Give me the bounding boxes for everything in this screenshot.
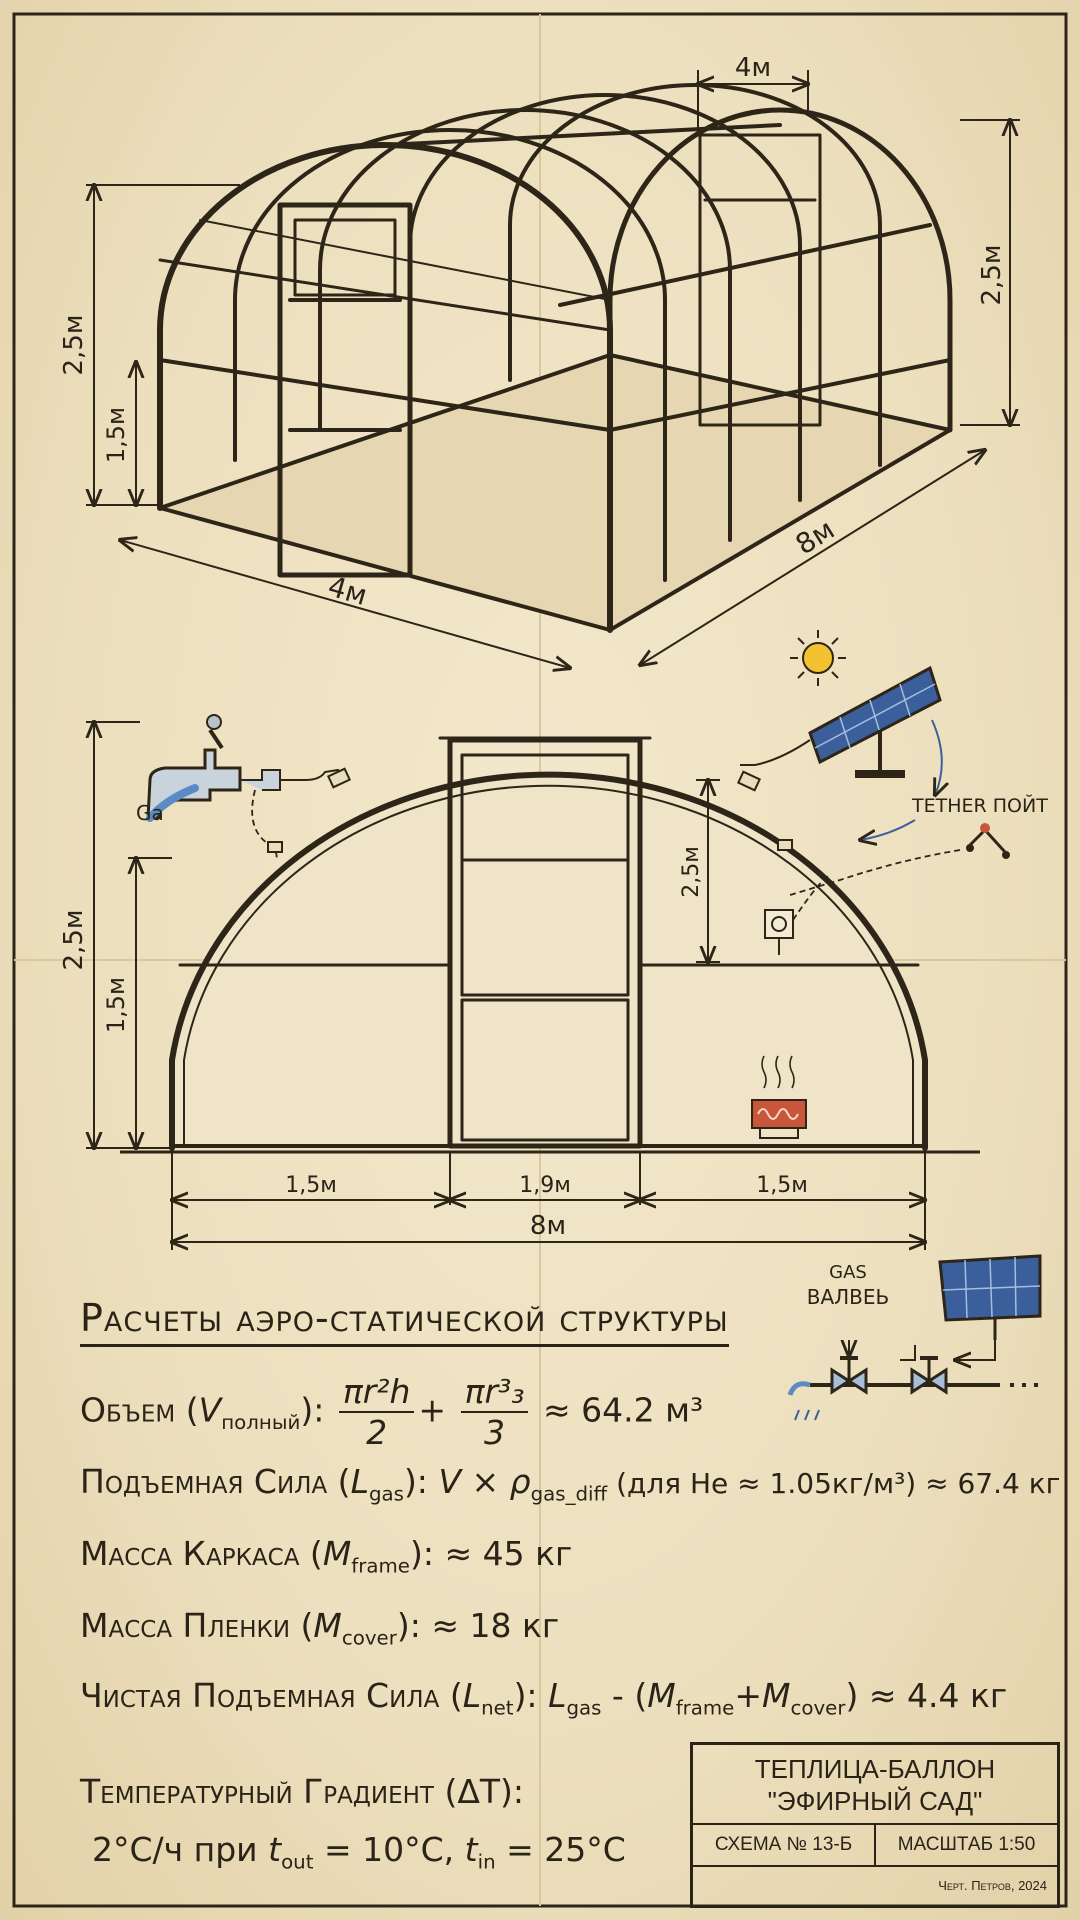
tether-label: TETHER ПОЙТ [911, 794, 1048, 817]
net-sub: net [481, 1696, 514, 1720]
dim-bottom-right: 1,5м [756, 1173, 808, 1198]
net-prefix: Чистая Подъемная Сила ( [80, 1676, 463, 1715]
lift-times: × [461, 1462, 510, 1501]
calc-gradient-line1: Температурный Градиент (ΔT): [80, 1772, 524, 1811]
scheme-number: СХЕМА № 13-Б [693, 1825, 876, 1865]
calc-gradient-line2: 2°С/ч при tout = 10°С, tin = 25°С [92, 1830, 626, 1874]
gradient-b: = 10°С, [313, 1830, 465, 1869]
section-dimensions: 2,5м 1,5м 2,5м 1,5м 1,9м 1,5м 8м [59, 722, 925, 1250]
net-m1: M [647, 1676, 676, 1715]
dim-bottom-left: 1,5м [285, 1173, 337, 1198]
net-var: L [462, 1676, 482, 1715]
dim-bottom-mid: 1,9м [519, 1173, 571, 1198]
greenhouse-perspective [157, 83, 953, 633]
gradient-tout: t [268, 1830, 282, 1869]
gas-valve-diagram: GAS ВАЛВЕЬ [787, 1254, 1042, 1421]
net-m1-sub: frame [675, 1696, 735, 1720]
net-result: ) ≈ 4.4 кг [845, 1676, 1008, 1715]
lift-rho-sub: gas_diff [530, 1482, 608, 1506]
title-block: ТЕПЛИЦА-БАЛЛОН "ЭФИРНЫЙ САД" СХЕМА № 13-… [690, 1742, 1060, 1908]
gas-tap-label: Ga [136, 801, 164, 825]
net-mid: - ( [601, 1676, 648, 1715]
volume-prefix: Объем ( [80, 1390, 199, 1430]
gradient-line1: Температурный Градиент (ΔT): [80, 1772, 525, 1811]
calc-lift: Подъемная Сила (Lgas): V × ρgas_diff (дл… [80, 1462, 1060, 1506]
scale: МАСШТАБ 1:50 [897, 1834, 1036, 1855]
cover-prefix: Масса Пленки ( [80, 1606, 314, 1645]
calculations-title: Расчеты аэро-статической структуры [80, 1296, 729, 1347]
gradient-tout-sub: out [281, 1850, 314, 1874]
tether-point-icon [789, 819, 1010, 896]
valve-label-line2: ВАЛВЕЬ [807, 1285, 890, 1309]
title-block-title: ТЕПЛИЦА-БАЛЛОН "ЭФИРНЫЙ САД" [693, 1745, 1057, 1825]
title-block-row: СХЕМА № 13-Б МАСШТАБ 1:50 [693, 1825, 1057, 1867]
volume-plus: + [418, 1390, 447, 1430]
lift-var: L [350, 1462, 369, 1501]
net-suffix: ): [513, 1676, 538, 1715]
net-m2: M [762, 1676, 791, 1715]
net-l-sub: gas [566, 1696, 602, 1720]
frame-suffix: ): ≈ 45 кг [409, 1534, 573, 1573]
dim-section-inner-height: 2,5м [679, 846, 704, 898]
frame-var: M [322, 1534, 352, 1573]
dim-section-lower-height: 1,5м [102, 977, 130, 1033]
gradient-c: = 25°С [495, 1830, 626, 1869]
dim-section-total-height: 2,5м [59, 910, 89, 971]
dim-bottom-total: 8м [530, 1211, 566, 1241]
solar-panel-icon [740, 665, 942, 795]
frame-prefix: Масса Каркаса ( [80, 1534, 323, 1573]
lift-suffix: ): [403, 1462, 428, 1501]
net-m2-sub: cover [790, 1696, 846, 1720]
calc-frame-mass: Масса Каркаса (Mframe): ≈ 45 кг [80, 1534, 572, 1578]
net-l: L [548, 1676, 567, 1715]
cover-sub: cover [341, 1626, 397, 1650]
author: Черт. Петров, 2024 [938, 1877, 1047, 1893]
title-line2: "ЭФИРНЫЙ САД" [767, 1786, 983, 1816]
gradient-tin: t [464, 1830, 478, 1869]
perspective-dimensions: 4м 2,5м 1,5м 2,5м 4м 8м [59, 53, 1020, 668]
heater-icon [751, 1055, 807, 1139]
gas-tap-icon [146, 714, 346, 861]
dim-right-height: 2,5м [977, 245, 1007, 306]
gradient-a: 2°С/ч при [92, 1830, 269, 1869]
volume-suffix: ): [300, 1390, 325, 1430]
dim-left-lower-height: 1,5м [102, 407, 130, 463]
dim-top-width: 4м [735, 53, 771, 83]
volume-sub: полный [221, 1411, 301, 1435]
lift-sub: gas [368, 1482, 404, 1506]
net-plus: + [734, 1676, 763, 1715]
lift-prefix: Подъемная Сила ( [80, 1462, 351, 1501]
volume-result: ≈ 64.2 м³ [542, 1390, 704, 1430]
greenhouse-section [120, 736, 980, 1154]
sun-icon [790, 630, 846, 686]
dim-left-height: 2,5м [59, 315, 89, 376]
lift-note: (для He ≈ 1.05кг/м³) ≈ 67.4 кг [607, 1467, 1061, 1500]
calc-net-lift: Чистая Подъемная Сила (Lnet): Lgas - (Mf… [80, 1676, 1007, 1720]
gradient-tin-sub: in [477, 1850, 496, 1874]
frame-sub: frame [351, 1554, 410, 1578]
volume-var: V [198, 1390, 222, 1430]
arch-clips [267, 767, 793, 853]
cover-suffix: ): ≈ 18 кг [396, 1606, 560, 1645]
lift-formula-v: V [438, 1462, 462, 1501]
title-line1: ТЕПЛИЦА-БАЛЛОН [754, 1754, 996, 1784]
lift-rho: ρ [509, 1462, 531, 1501]
cover-var: M [313, 1606, 342, 1645]
calc-cover-mass: Масса Пленки (Mcover): ≈ 18 кг [80, 1606, 559, 1650]
valve-label-line1: GAS [829, 1262, 867, 1283]
sensor-icon [764, 874, 831, 955]
